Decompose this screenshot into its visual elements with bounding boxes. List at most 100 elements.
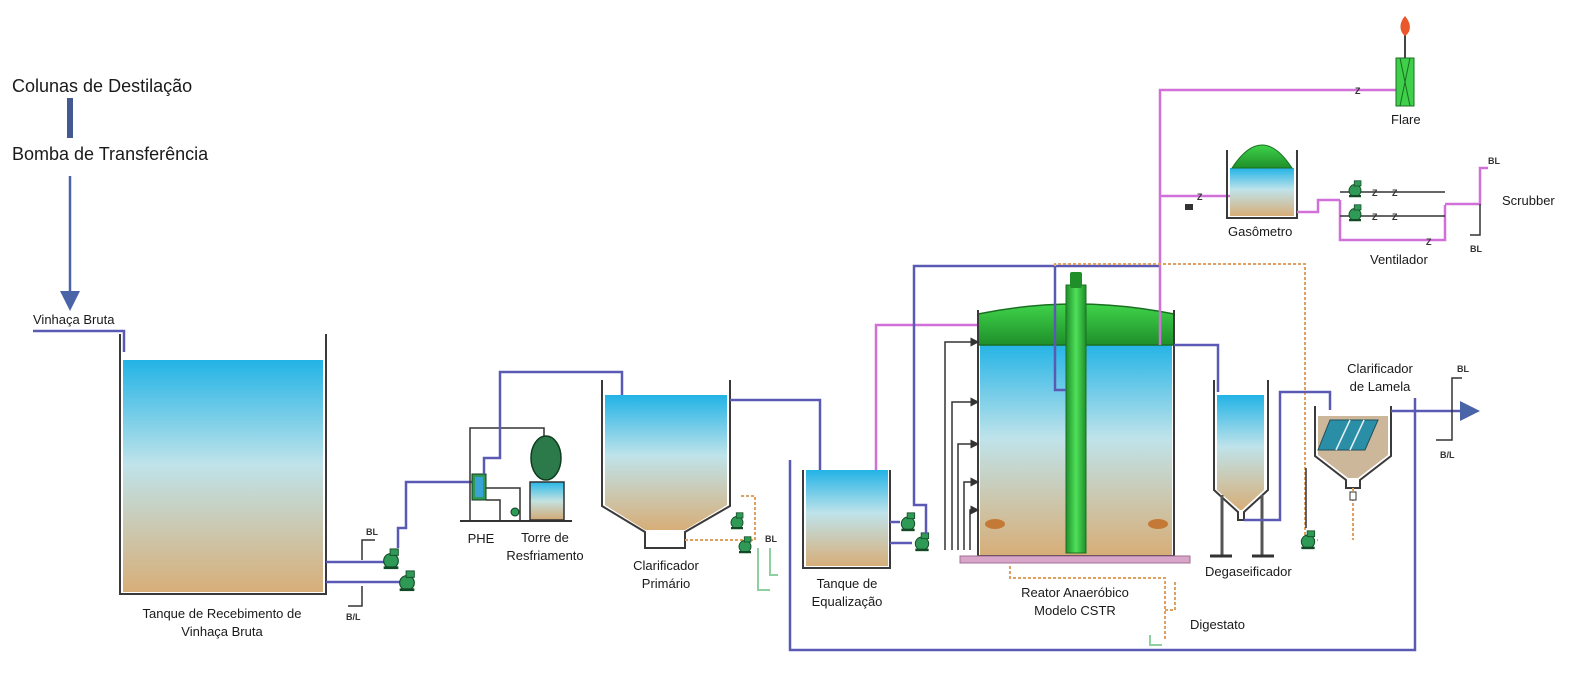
pipe	[951, 397, 980, 550]
inlet-pipe	[33, 329, 126, 352]
reactor-agitator-shaft	[1065, 284, 1087, 554]
flame-icon	[1400, 16, 1410, 36]
plate-line	[1349, 419, 1365, 451]
degas-liquid	[1217, 395, 1264, 510]
valve	[1349, 491, 1357, 501]
label-tanque-eq-1: Tanque de	[817, 576, 878, 591]
reactor-feed-lines	[944, 337, 980, 550]
eq-wall	[802, 470, 891, 569]
label-reator-2: Modelo CSTR	[1034, 603, 1116, 618]
valve	[1185, 204, 1193, 210]
label-tanque-eq-2: Equalização	[812, 594, 883, 609]
label-phe: PHE	[468, 531, 495, 546]
tag-bl: BL	[1470, 244, 1482, 254]
drain-line	[361, 539, 375, 560]
reator-cstr: Reator Anaeróbico Modelo CSTR Digestato	[944, 88, 1400, 646]
cooling-tower-basin	[529, 481, 565, 521]
tag-bl: BL	[366, 527, 378, 537]
tanque-equalizacao: Tanque de Equalização	[788, 264, 1417, 652]
degas-wall	[1213, 380, 1269, 521]
pipe-to-degas	[1174, 343, 1220, 392]
pipe	[944, 337, 980, 550]
plate-line	[1335, 419, 1351, 451]
fan-icon	[1348, 180, 1362, 198]
pipe	[486, 499, 501, 520]
label-degas: Degaseificador	[1205, 564, 1292, 579]
check-valve-symbol: Z	[1426, 237, 1432, 247]
gas-line	[874, 323, 978, 470]
gasometer-liquid	[1230, 168, 1294, 216]
flare: Z Flare	[1355, 16, 1421, 127]
label-clarif-prim-1: Clarificador	[633, 558, 699, 573]
pipe-inner	[1053, 266, 1066, 392]
pump-icon	[1300, 530, 1316, 550]
source-chain: Colunas de Destilação Bomba de Transferê…	[12, 76, 209, 352]
drain-line	[1436, 411, 1453, 441]
check-valve-symbol: Z	[1392, 188, 1398, 198]
pipe	[969, 505, 980, 550]
tank-liquid	[123, 360, 323, 592]
drain-line	[348, 586, 363, 607]
pump-icon	[914, 532, 930, 552]
digestate-line-2	[1165, 580, 1176, 611]
gasometro: Z Gasômetro	[1160, 144, 1447, 242]
label-ventilador: Ventilador	[1370, 252, 1428, 267]
pipe	[486, 487, 521, 520]
label-clarif-lam-1: Clarificador	[1347, 361, 1413, 376]
tag-bl: BL	[1488, 156, 1500, 166]
connector-bar	[67, 98, 73, 138]
pump-icon	[399, 570, 415, 592]
green-drain	[769, 548, 778, 576]
reactor-base	[959, 555, 1191, 564]
label-clarif-lam-2: de Lamela	[1350, 379, 1411, 394]
label-bomba-transferencia: Bomba de Transferência	[12, 144, 209, 164]
label-torre-2: Resfriamento	[506, 548, 583, 563]
clarificador-lamela: Clarificador de Lamela BL B/L	[1314, 361, 1480, 540]
label-gasometro: Gasômetro	[1228, 224, 1292, 239]
mixer-right-icon	[1148, 519, 1168, 529]
check-valve-symbol: Z	[1372, 188, 1378, 198]
check-valve-symbol: Z	[1372, 212, 1378, 222]
cooling-loop	[469, 427, 545, 520]
label-scrubber: Scrubber	[1502, 193, 1555, 208]
label-torre-1: Torre de	[521, 530, 569, 545]
gasometer-bell	[1231, 144, 1293, 169]
label-flare: Flare	[1391, 112, 1421, 127]
sludge-line	[685, 495, 756, 541]
tag-bl-lower: B/L	[1440, 450, 1455, 460]
mixer-left-icon	[985, 519, 1005, 529]
label-tanque-receb-1: Tanque de Recebimento de	[142, 606, 301, 621]
clarifier-wall	[601, 380, 731, 549]
tanque-recebimento: Tanque de Recebimento de Vinhaça Bruta	[119, 334, 327, 639]
recycle-loop	[788, 398, 1417, 652]
label-reator-1: Reator Anaeróbico	[1021, 585, 1129, 600]
cooling-tower-vessel	[530, 435, 562, 481]
pipe-to-equalization	[730, 398, 822, 470]
check-valve-symbol: Z	[1197, 192, 1203, 202]
label-digestato: Digestato	[1190, 617, 1245, 632]
fan-icon	[1348, 204, 1362, 222]
pump-icon	[730, 512, 744, 530]
degaseificador: Degaseificador	[1174, 343, 1332, 579]
pipe-to-phe	[396, 480, 476, 548]
green-drain	[757, 548, 770, 591]
phe-torre: PHE Torre de Resfriamento	[460, 370, 624, 563]
tag-bl: BL	[765, 534, 777, 544]
pump-icon	[900, 512, 916, 532]
pipe-to-lamella	[1244, 390, 1332, 522]
green-drain	[1149, 635, 1162, 646]
clarificador-primario: Clarificador Primário BL	[601, 380, 822, 591]
agitator-motor	[1070, 272, 1082, 288]
gas-line	[1297, 198, 1340, 214]
tank-wall	[119, 334, 327, 595]
gas-to-scrubber	[1445, 166, 1488, 206]
label-clarif-prim-2: Primário	[642, 576, 690, 591]
biogas-line-to-flare	[1158, 88, 1400, 345]
ventilador: Z Z Z Z Z Ventilador BL BL Scrubber	[1340, 156, 1555, 267]
pipe	[957, 439, 980, 550]
lamella-plates	[1317, 419, 1379, 451]
pipe-to-reactor-top	[912, 264, 1160, 534]
check-valve-symbol: Z	[1355, 86, 1361, 96]
stack-hatch	[1399, 57, 1411, 107]
